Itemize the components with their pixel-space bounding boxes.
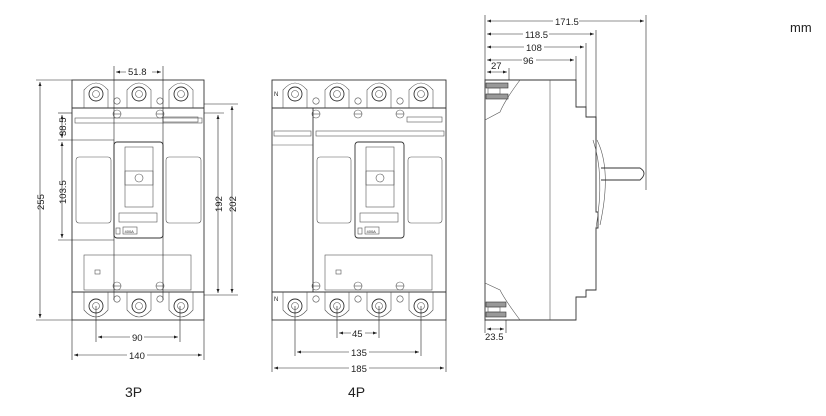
dim-108: 108 bbox=[526, 43, 542, 54]
dim-135: 135 bbox=[351, 348, 367, 359]
dim-27: 27 bbox=[491, 61, 502, 72]
view-label-3p: 3P bbox=[125, 384, 142, 400]
dim-118-5: 118.5 bbox=[525, 30, 548, 41]
breaker-body-side bbox=[484, 79, 599, 321]
breaker-body-4p bbox=[271, 79, 447, 321]
dim-45: 45 bbox=[352, 329, 363, 340]
terminal-lug bbox=[168, 82, 194, 108]
dim-96: 96 bbox=[523, 56, 534, 67]
toggle-handle-3p[interactable] bbox=[124, 170, 154, 186]
dim-23-5: 23.5 bbox=[485, 332, 504, 343]
front-view-4p: 400A N N 45 135 185 4P bbox=[271, 79, 447, 400]
terminal-lug bbox=[282, 82, 308, 108]
dim-171-5: 171.5 bbox=[555, 17, 579, 28]
dim-103-5: 103.5 bbox=[58, 180, 69, 204]
terminal-lug bbox=[83, 82, 109, 108]
dimensions-side: 171.5 118.5 108 96 27 23.5 bbox=[484, 15, 647, 343]
dim-38-5: 38.5 bbox=[58, 118, 69, 137]
terminal-lug bbox=[126, 292, 152, 318]
dim-255: 255 bbox=[36, 194, 47, 210]
rating-label-3p: 400A bbox=[125, 229, 135, 234]
dim-192: 192 bbox=[214, 196, 225, 212]
toggle-handle-4p[interactable] bbox=[365, 170, 395, 186]
accessory-cover-4p bbox=[324, 254, 433, 291]
handle-window-4p bbox=[354, 141, 405, 239]
accessory-cover-3p bbox=[83, 254, 192, 291]
unit-label: mm bbox=[790, 20, 812, 35]
neutral-mark-bottom: N bbox=[274, 297, 278, 303]
screw-icon bbox=[353, 97, 363, 119]
rating-label-4p: 400A bbox=[367, 229, 377, 234]
view-label-4p: 4P bbox=[348, 384, 365, 400]
dim-90: 90 bbox=[132, 333, 143, 344]
dimensions-4p: 45 135 185 bbox=[271, 306, 447, 375]
dim-185: 185 bbox=[351, 364, 367, 375]
terminal-lug bbox=[408, 82, 434, 108]
front-view-3p: 400A 255 38.5 103.5 192 202 51.8 90 bbox=[36, 66, 239, 400]
neutral-mark-top: N bbox=[274, 92, 278, 98]
screw-icon bbox=[112, 281, 122, 303]
screw-icon bbox=[395, 97, 405, 119]
breaker-body-3p bbox=[71, 79, 205, 321]
terminal-lug bbox=[126, 82, 152, 108]
dimensions-3p: 255 38.5 103.5 192 202 51.8 90 140 bbox=[36, 66, 239, 362]
dim-202: 202 bbox=[228, 196, 239, 212]
screw-icon bbox=[311, 97, 321, 119]
screw-icon bbox=[395, 281, 405, 303]
screw-icon bbox=[311, 281, 321, 303]
terminal-lug bbox=[324, 82, 350, 108]
toggle-handle-side[interactable] bbox=[601, 167, 645, 181]
brand-plate-4p bbox=[406, 116, 443, 123]
terminal-lug bbox=[366, 82, 392, 108]
dim-51-8: 51.8 bbox=[128, 67, 147, 78]
screw-icon bbox=[353, 281, 363, 303]
terminal-lug bbox=[168, 292, 194, 318]
dim-140: 140 bbox=[129, 351, 145, 362]
side-view: 171.5 118.5 108 96 27 23.5 bbox=[484, 15, 647, 343]
